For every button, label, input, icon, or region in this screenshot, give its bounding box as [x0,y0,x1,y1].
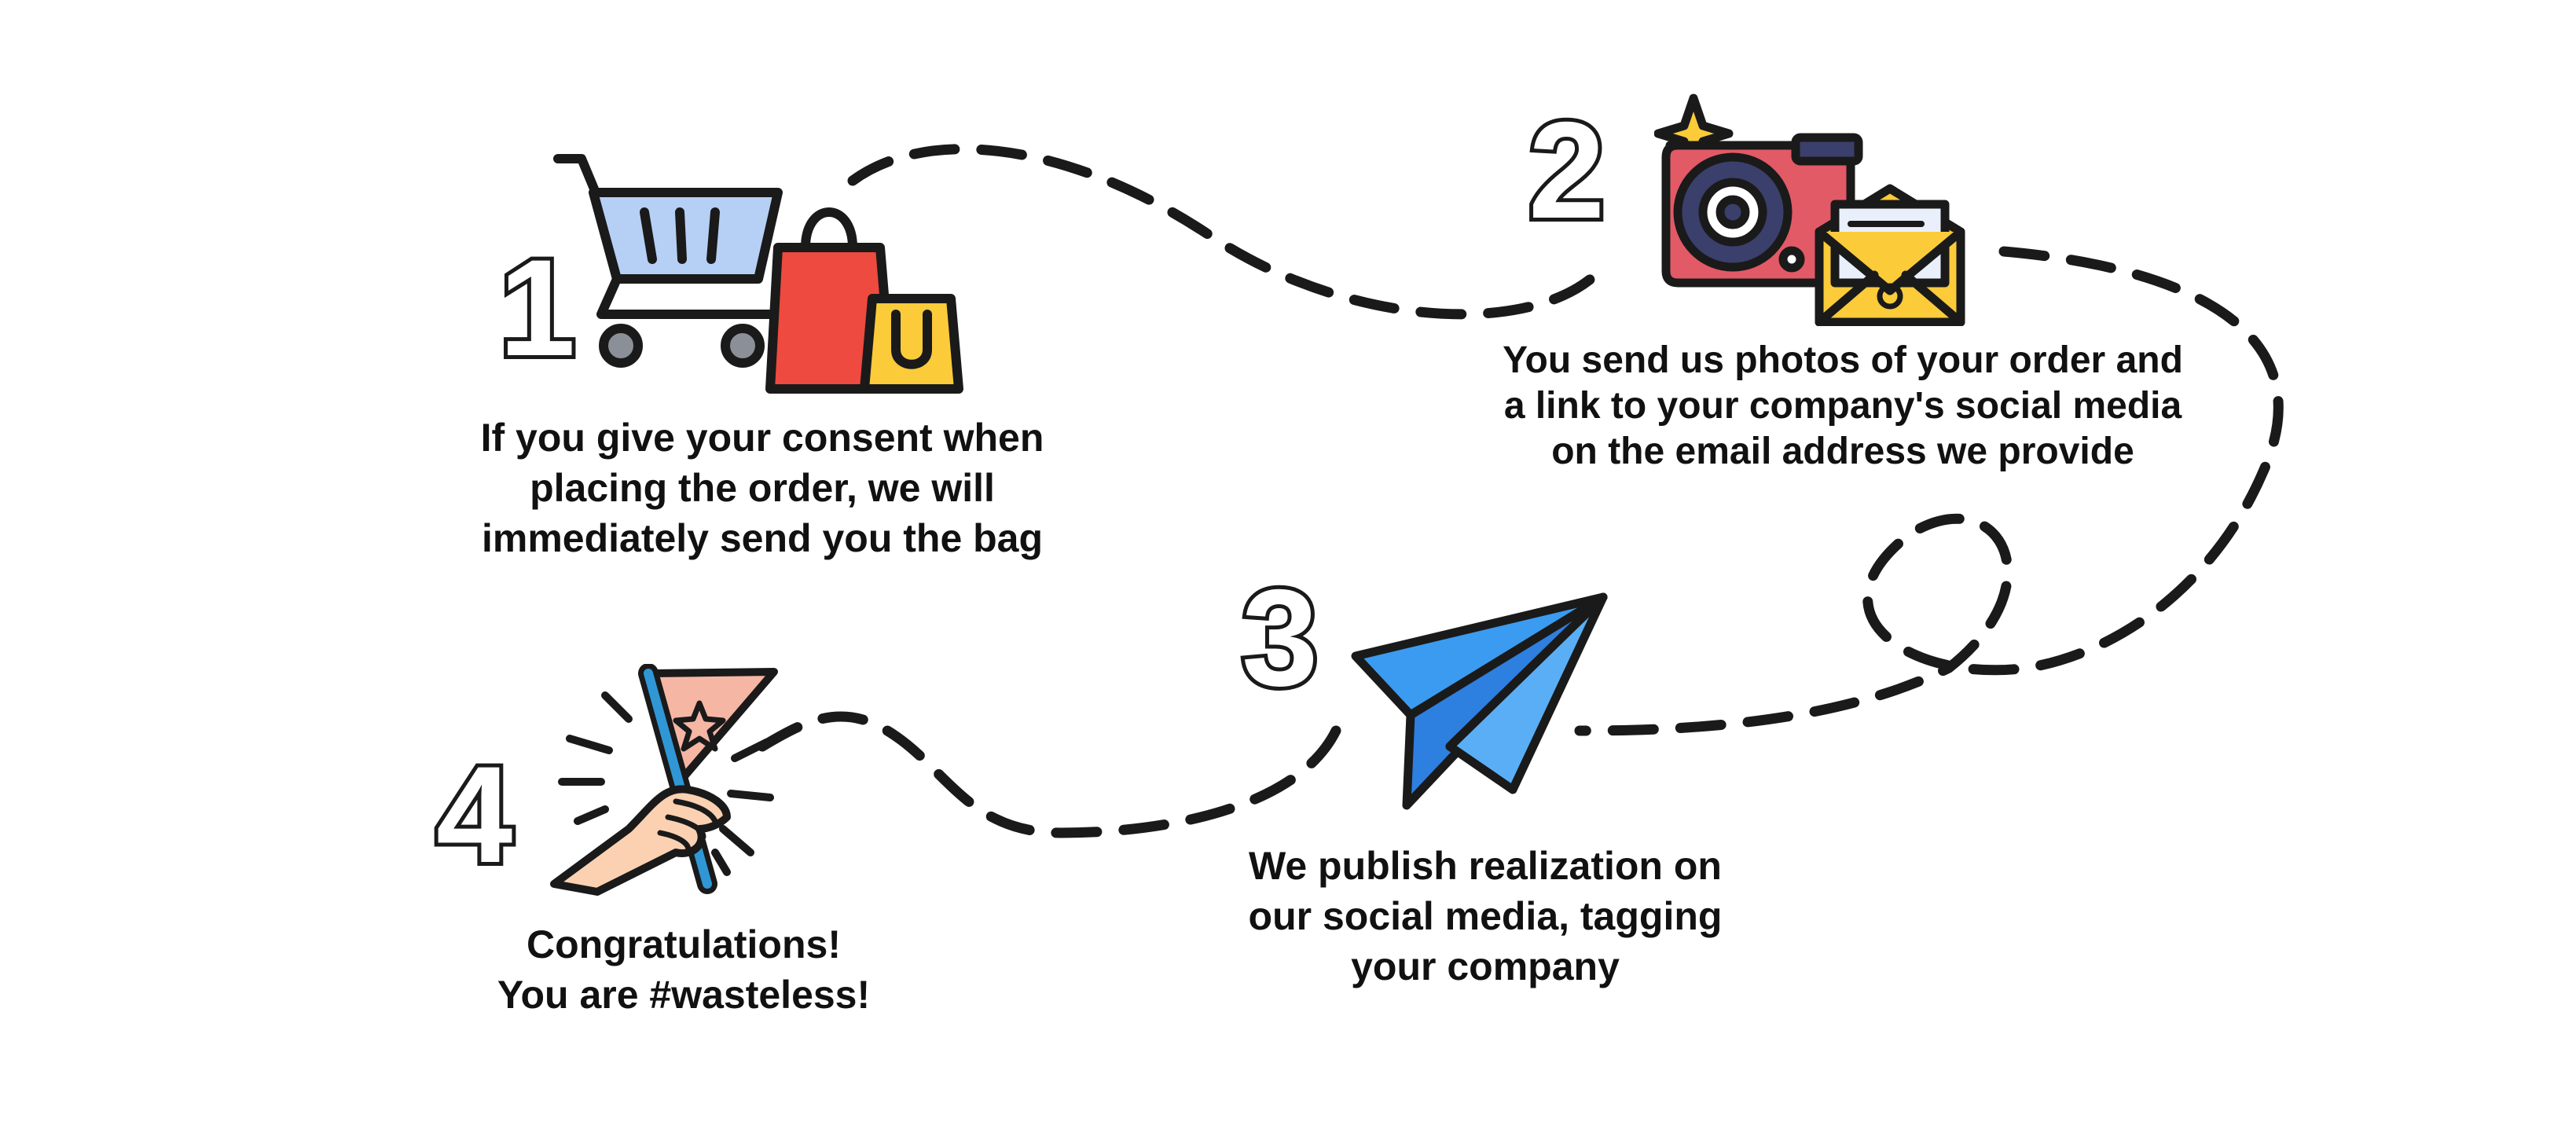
step-2-number: 2 [1525,94,1609,248]
step-3-line-3: your company [1351,944,1620,988]
paper-plane-icon [1351,592,1608,810]
step-2-line-2: a link to your company's social media [1503,385,2182,427]
step-2-text: You send us photos of your order and a l… [1489,338,2196,475]
step-3-line-1: We publish realization on [1249,844,1722,888]
camera-and-email-envelope-icon [1654,94,1965,326]
step-2-line-3: on the email address we provide [1551,431,2134,472]
step-1-text: If you give your consent when placing th… [452,412,1073,563]
step-1-number: 1 [495,232,579,385]
step-4-line-2: You are #wasteless! [497,973,871,1017]
step-4-text: Congratulations! You are #wasteless! [401,919,967,1020]
step-2-line-1: You send us photos of your order and [1503,339,2183,381]
step-4-line-1: Congratulations! [527,922,841,966]
step-1-line-3: immediately send you the bag [481,516,1044,560]
step-3-number: 3 [1238,562,1322,715]
step-1-line-1: If you give your consent when [480,416,1044,460]
step-1-line-2: placing the order, we will [530,466,995,510]
step-4-number: 4 [432,739,516,892]
step-3-line-2: our social media, tagging [1248,894,1723,938]
step-3-text: We publish realization on our social med… [1175,841,1796,992]
hand-holding-flag-icon [550,664,778,896]
shopping-cart-and-bags-icon [553,154,963,394]
